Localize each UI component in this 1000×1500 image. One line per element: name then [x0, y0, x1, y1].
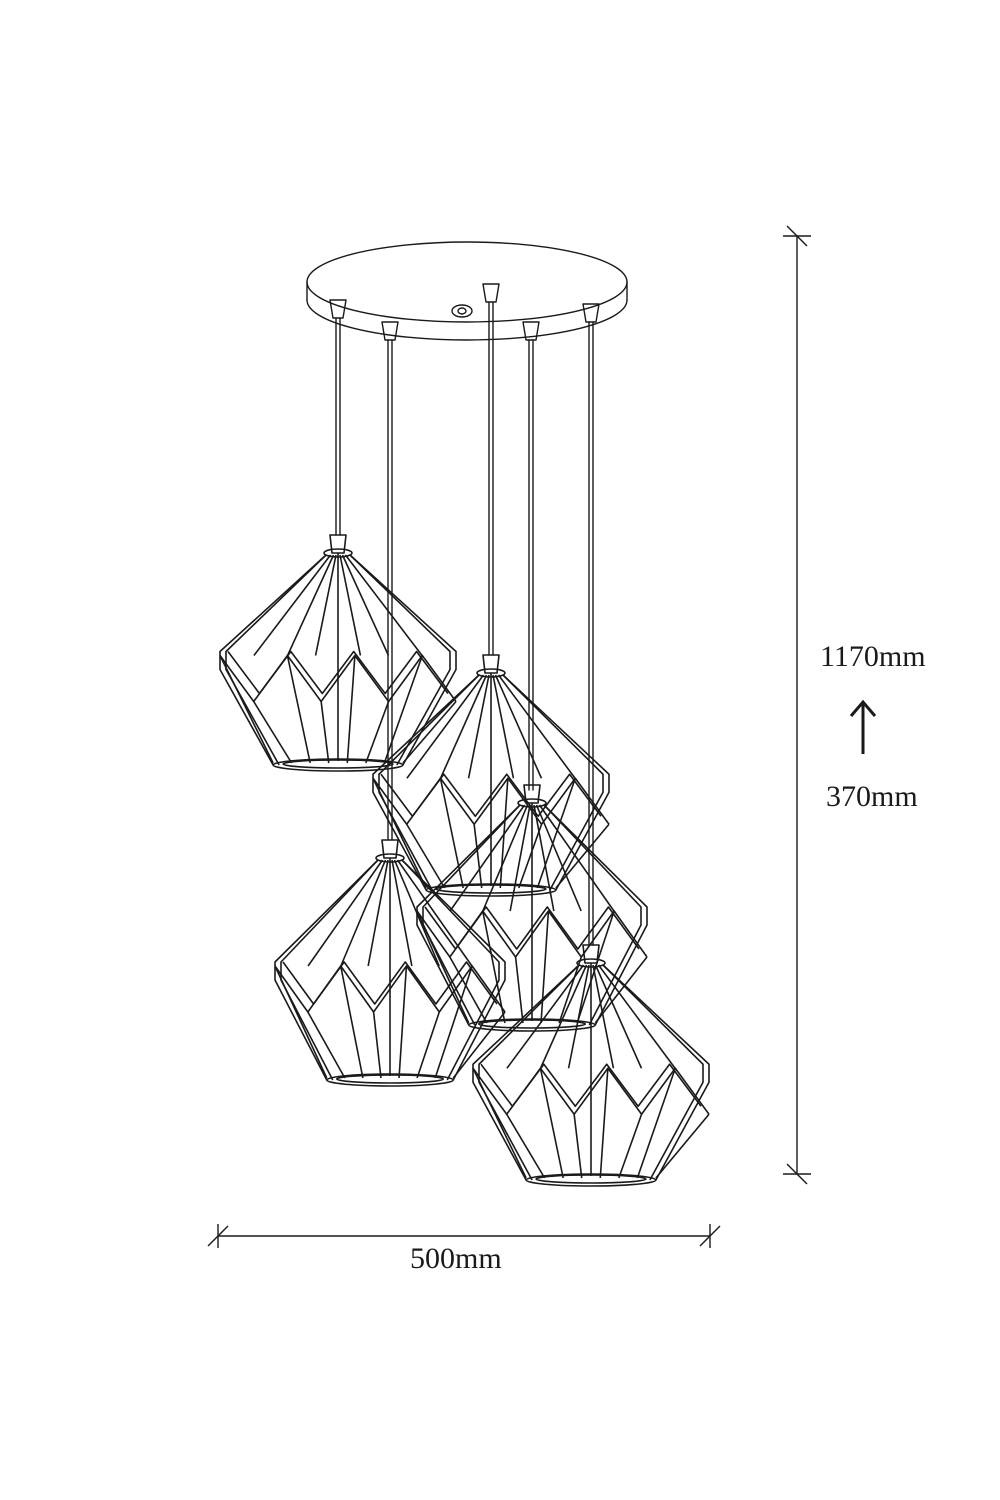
max-height-label: 1170mm [820, 640, 926, 673]
shade-middle-left [274, 839, 506, 1087]
shade-top-left [219, 534, 457, 772]
arrow-up-icon [849, 699, 877, 754]
min-height-label: 370mm [826, 780, 918, 813]
dimension-lines [207, 225, 811, 1248]
wire-cage-shades [219, 534, 710, 1187]
width-label: 500mm [410, 1242, 502, 1275]
shade-middle [372, 654, 610, 897]
shade-front-right [472, 944, 710, 1187]
ceiling-canopy [306, 241, 628, 341]
cable-connectors [329, 283, 600, 341]
